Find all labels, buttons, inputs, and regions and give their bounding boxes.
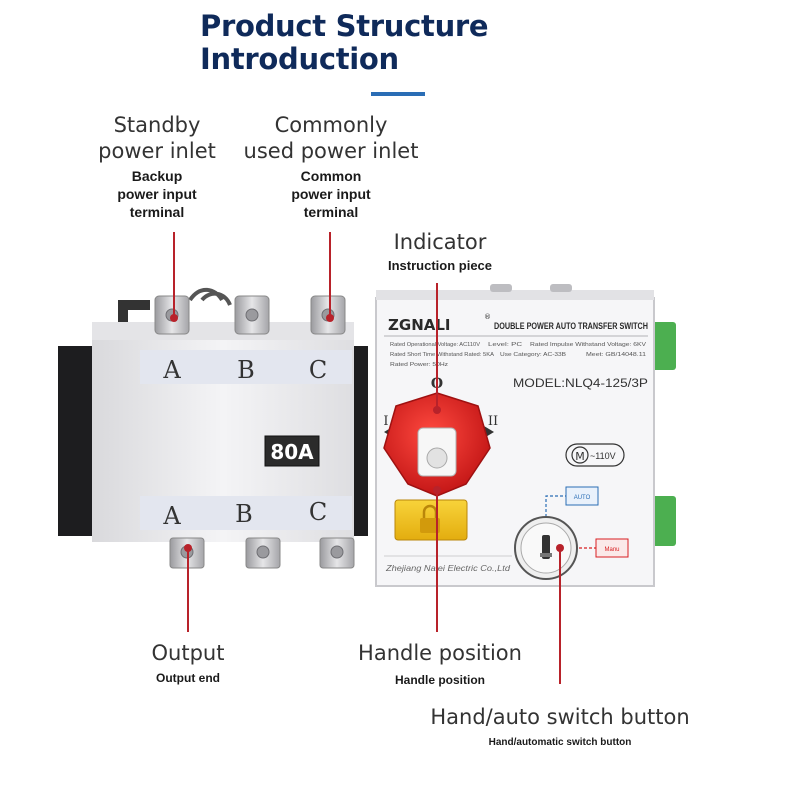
page-title: Product Structure Introduction	[200, 10, 600, 76]
mode-connector-auto	[545, 495, 566, 522]
controller-top-knob-1	[490, 284, 512, 292]
product-name: DOUBLE POWER AUTO TRANSFER SWITCH	[494, 321, 648, 331]
spec-row1-col1: Rated Operational Voltage: AC110V	[390, 342, 481, 348]
spec-row2-col3: Meet: GB/14048.11	[586, 352, 646, 358]
phase-bottom-b: B	[235, 500, 253, 528]
brand-registered: ®	[484, 313, 491, 321]
controller-top-edge	[376, 290, 654, 300]
left-side-bar	[58, 346, 94, 536]
mode-auto-box	[565, 486, 599, 506]
top-terminal-b	[234, 295, 270, 335]
bottom-terminal-c	[319, 537, 355, 569]
label-handle-main: Handle position	[358, 641, 522, 665]
label-common-sub: Common power input terminal	[291, 168, 371, 220]
right-side-bar	[350, 346, 368, 536]
phase-top-a: A	[162, 356, 181, 384]
mode-manu-box	[595, 538, 629, 558]
spec-row1-col3: Rated Impulse Withstand Voltage: 6KV	[530, 342, 647, 348]
motor-voltage-label	[565, 443, 625, 467]
phase-bottom-a: A	[162, 502, 181, 530]
label-indicator-main: Indicator	[393, 230, 487, 254]
hand-auto-key-switch[interactable]	[514, 516, 578, 580]
spec-row1-col2: Level: PC	[488, 342, 522, 348]
green-terminal-top	[650, 322, 676, 370]
top-wires	[188, 287, 232, 306]
label-switch-sub: Hand/automatic switch button	[488, 737, 632, 748]
spec-row2-col2: Use Category: AC-33B	[500, 352, 567, 358]
spec-row2-col1: Rated Short Time Withstand Rated: 5KA	[390, 352, 495, 358]
label-standby-sub: Backup power input terminal	[117, 168, 197, 220]
controller-top-knob-2	[550, 284, 572, 292]
phase-strip-top	[140, 350, 352, 384]
rating-badge	[264, 435, 320, 467]
green-terminal-bottom	[650, 496, 676, 546]
mode-manu-text: Manu	[604, 547, 619, 553]
leader-lines	[173, 232, 561, 684]
label-indicator-sub: Instruction piece	[387, 258, 493, 273]
phase-strip-bottom	[140, 496, 352, 530]
phase-top-c: C	[309, 356, 327, 384]
label-common-main: Commonly used power inlet	[243, 113, 419, 163]
manufacturer-name: Zhejiang Nalei Electric Co.,Ltd	[385, 563, 510, 573]
brand-name: ZGNALI	[388, 316, 451, 334]
padlock-lock-block[interactable]	[394, 499, 468, 541]
spec-row3: Rated Power: 50Hz	[390, 362, 449, 368]
position-ii: II	[488, 414, 498, 429]
phase-top-b: B	[237, 356, 255, 384]
label-output-main: Output	[151, 641, 225, 665]
mode-auto-text: AUTO	[574, 495, 591, 501]
leader-dots	[170, 314, 564, 552]
title-line-2: Introduction	[200, 42, 399, 76]
motor-m: M	[575, 450, 585, 463]
rating-badge-text: 80A	[270, 440, 314, 464]
label-output-sub: Output end	[156, 671, 220, 685]
label-handle-sub: Handle position	[395, 673, 485, 687]
red-handle-knob[interactable]	[383, 392, 491, 497]
position-i: I	[383, 414, 388, 429]
model-number: MODEL:NLQ4-125/3P	[513, 378, 648, 390]
label-standby-main: Standby power inlet	[98, 113, 216, 163]
label-switch-main: Hand/auto switch button	[430, 705, 690, 729]
motor-voltage: ~110V	[590, 451, 616, 461]
phase-bottom-c: C	[309, 498, 327, 526]
title-underline-bar	[371, 92, 425, 96]
bottom-terminal-b	[245, 537, 281, 569]
title-line-1: Product Structure	[200, 9, 489, 43]
